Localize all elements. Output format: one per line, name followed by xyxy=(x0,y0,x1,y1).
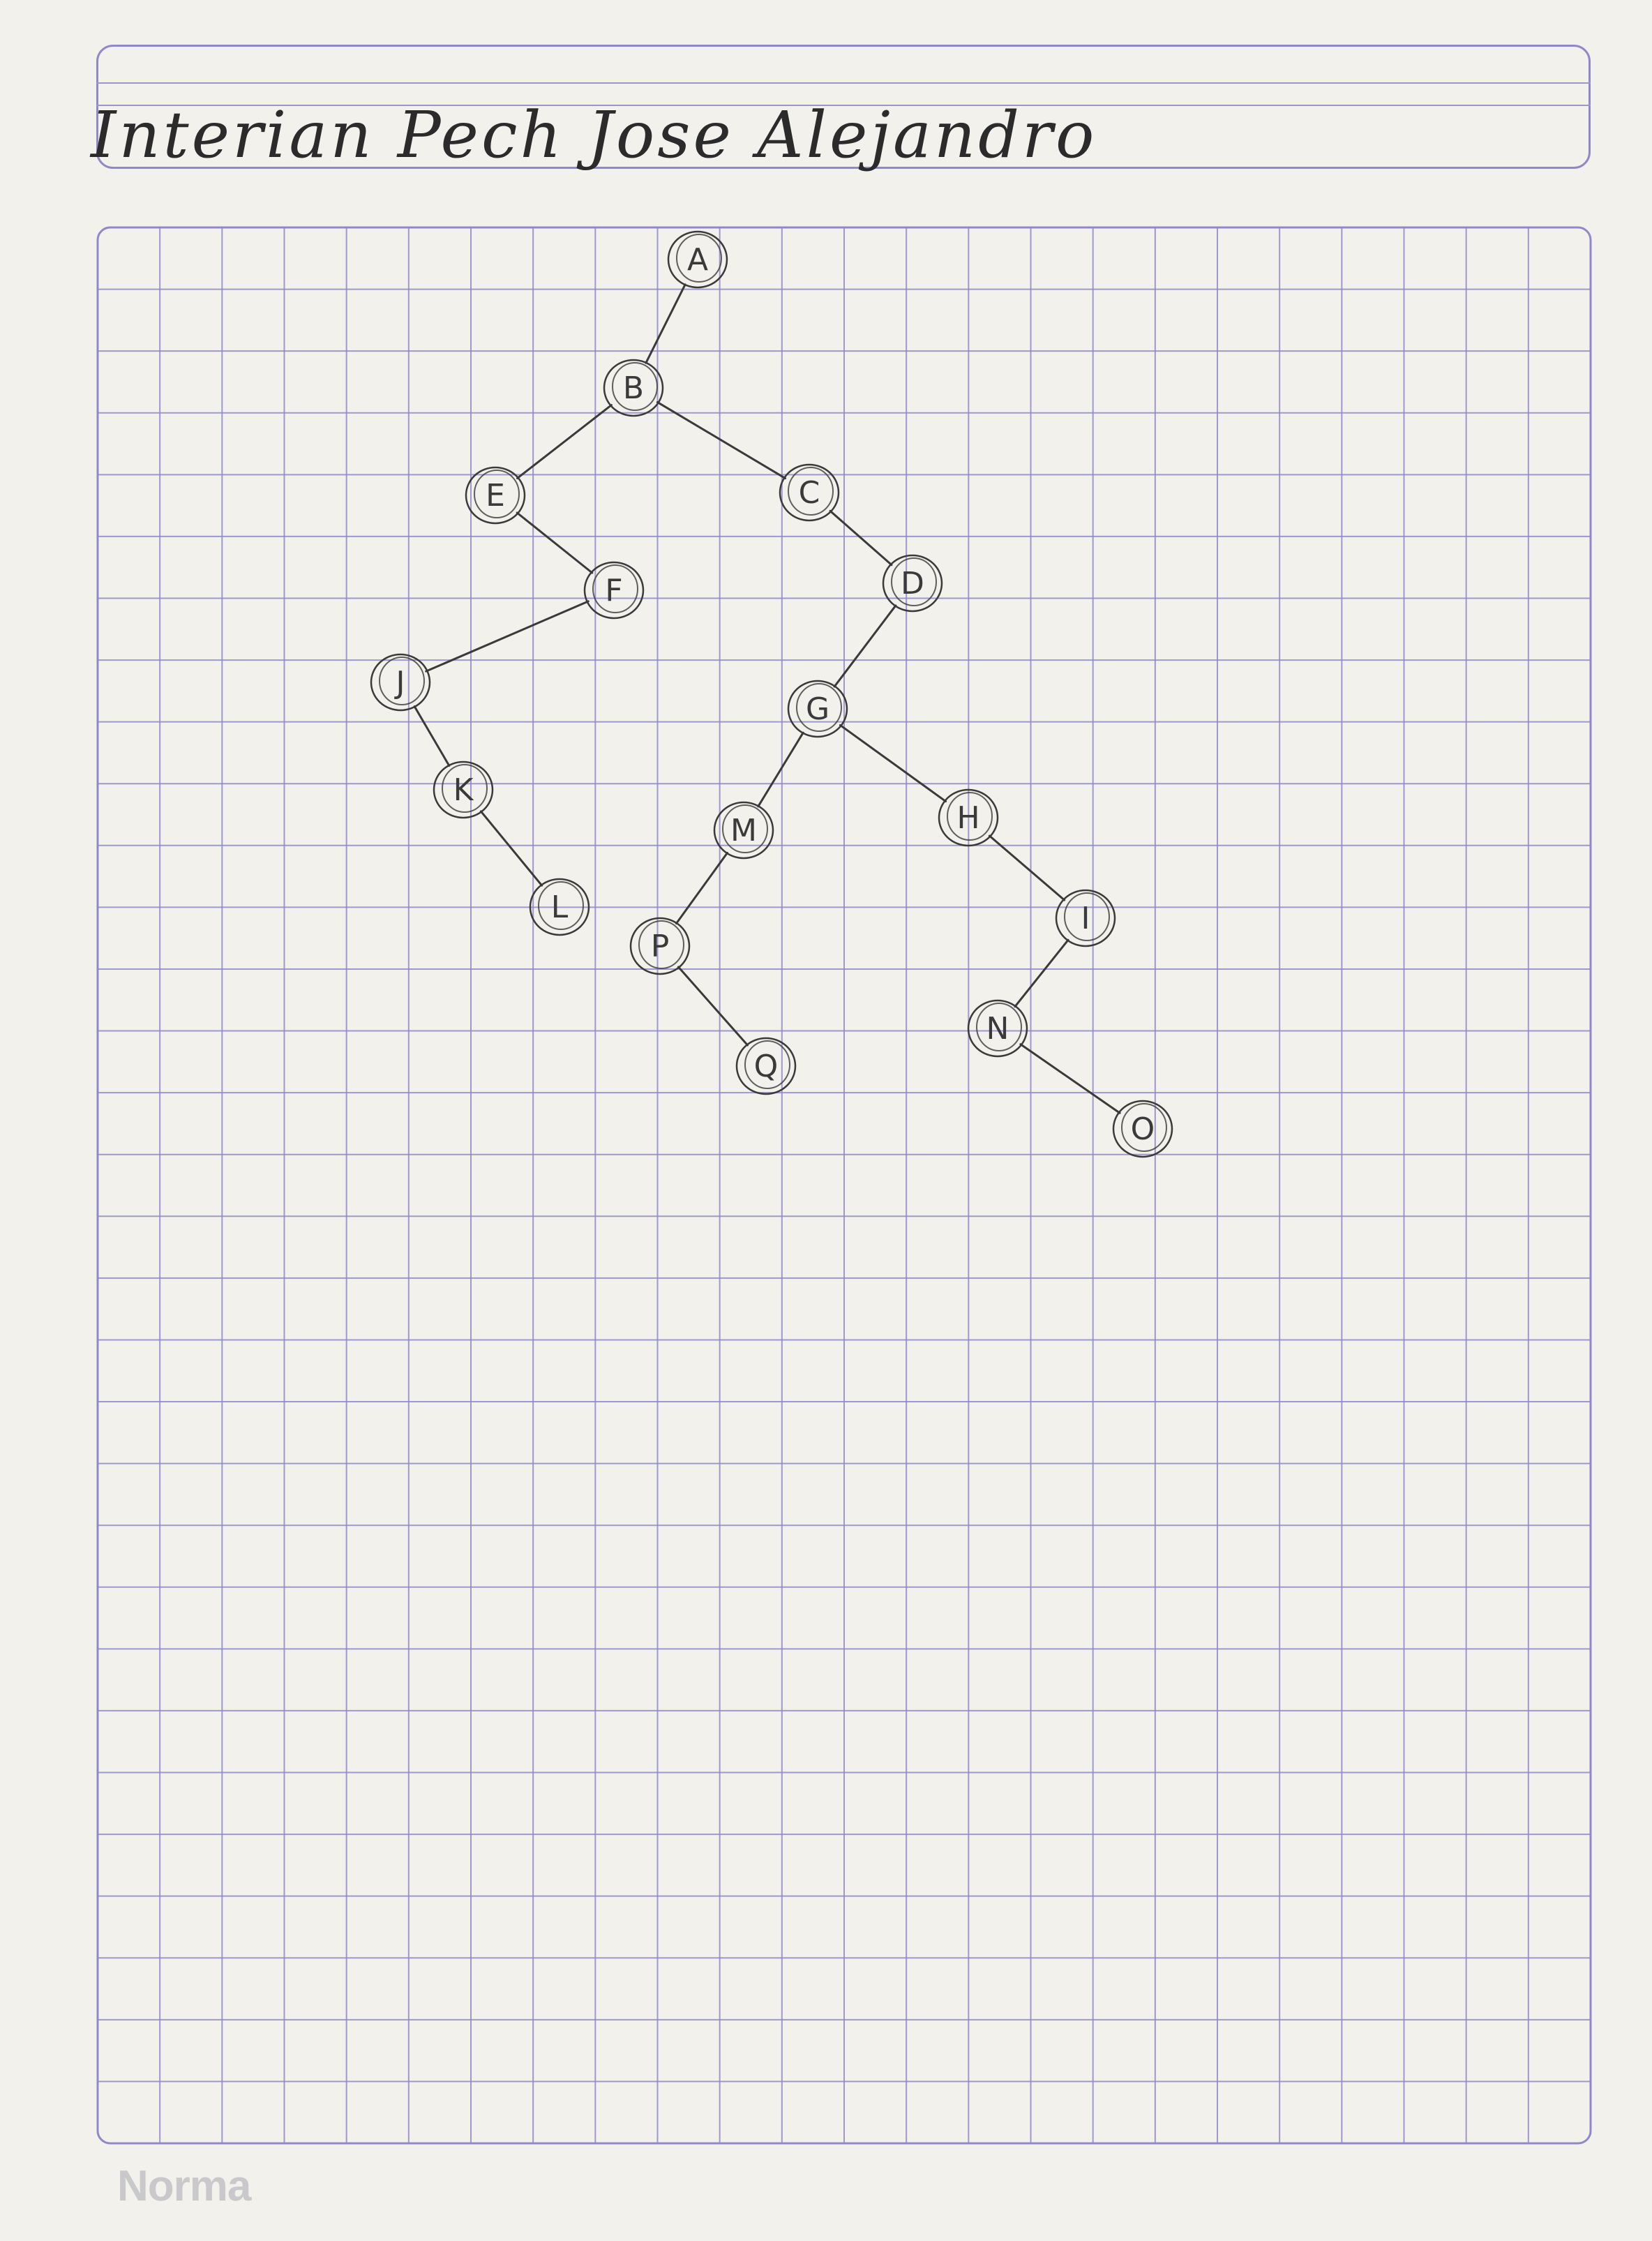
node-circle-outer xyxy=(603,359,664,417)
tree-node-p: P xyxy=(629,917,691,975)
graph-paper-grid xyxy=(96,226,1592,2145)
node-circle-outer xyxy=(713,801,774,860)
tree-node-i: I xyxy=(1055,889,1116,947)
node-label: C xyxy=(799,475,820,511)
node-circle-outer xyxy=(735,1037,797,1095)
node-circle-outer xyxy=(779,463,840,522)
node-label: P xyxy=(651,929,670,964)
tree-node-d: D xyxy=(882,554,943,613)
tree-edge-b-e xyxy=(516,404,613,479)
student-name: Interian Pech Jose Alejandro xyxy=(91,98,1097,172)
node-circle-inner xyxy=(788,467,834,516)
tree-node-e: E xyxy=(465,466,526,525)
tree-edge-j-k xyxy=(413,705,451,767)
node-circle-outer xyxy=(1055,889,1116,947)
node-label: K xyxy=(453,772,474,808)
header-box xyxy=(96,45,1591,169)
node-circle-outer xyxy=(583,561,645,620)
tree-node-n: N xyxy=(967,999,1028,1058)
node-label: D xyxy=(901,566,924,601)
tree-edge-n-o xyxy=(1019,1043,1121,1114)
node-label: F xyxy=(605,573,622,608)
node-label: G xyxy=(806,691,829,727)
node-label: O xyxy=(1131,1111,1155,1147)
node-circle-inner xyxy=(474,470,520,518)
node-circle-inner xyxy=(976,1003,1022,1051)
node-circle-inner xyxy=(676,234,722,283)
tree-node-k: K xyxy=(433,760,494,819)
node-label: I xyxy=(1081,901,1090,936)
tree-node-b: B xyxy=(603,359,664,417)
tree-node-a: A xyxy=(667,230,728,289)
tree-edge-p-q xyxy=(677,966,749,1047)
tree-edge-e-f xyxy=(516,511,594,574)
header-rule xyxy=(96,105,1591,106)
node-circle-outer xyxy=(1112,1100,1173,1158)
node-circle-outer xyxy=(787,680,848,738)
node-circle-inner xyxy=(538,881,584,930)
node-circle-inner xyxy=(796,683,842,732)
node-circle-outer xyxy=(370,653,431,712)
node-circle-inner xyxy=(442,764,488,813)
node-circle-inner xyxy=(592,564,638,613)
node-circle-inner xyxy=(722,804,768,853)
tree-edge-c-d xyxy=(829,509,893,567)
tree-nodes: A B E C F D J G K M H L P I N Q O xyxy=(370,230,1173,1158)
tree-node-l: L xyxy=(529,878,590,936)
tree-node-m: M xyxy=(713,801,774,860)
tree-edge-i-n xyxy=(1014,938,1069,1008)
tree-edge-a-b xyxy=(645,283,686,364)
tree-edge-d-g xyxy=(833,604,897,688)
tree-edge-k-l xyxy=(479,810,543,887)
node-label: M xyxy=(730,813,757,848)
node-circle-inner xyxy=(1121,1103,1167,1152)
node-circle-outer xyxy=(465,466,526,525)
tree-edge-b-c xyxy=(656,400,787,480)
tree-edge-g-h xyxy=(839,724,947,803)
node-label: E xyxy=(486,478,505,514)
tree-node-g: G xyxy=(787,680,848,738)
node-circle-inner xyxy=(744,1040,790,1089)
node-circle-outer xyxy=(967,999,1028,1058)
node-label: J xyxy=(394,665,405,700)
node-label: H xyxy=(956,800,979,836)
tree-edge-h-i xyxy=(988,834,1066,901)
tree-node-o: O xyxy=(1112,1100,1173,1158)
node-circle-inner xyxy=(1064,892,1110,941)
node-circle-outer xyxy=(629,917,691,975)
tree-edges xyxy=(413,283,1121,1114)
node-circle-inner xyxy=(947,792,993,841)
tree-edge-f-j xyxy=(425,600,590,673)
node-label: N xyxy=(986,1011,1009,1047)
node-label: L xyxy=(551,890,569,925)
node-circle-inner xyxy=(891,557,937,606)
node-circle-outer xyxy=(667,230,728,289)
node-circle-inner xyxy=(379,657,425,705)
brand-logo: Norma xyxy=(117,2162,251,2210)
tree-node-h: H xyxy=(938,788,999,847)
node-circle-outer xyxy=(882,554,943,613)
node-circle-outer xyxy=(529,878,590,936)
node-circle-inner xyxy=(612,362,658,411)
node-label: A xyxy=(687,242,708,278)
node-circle-outer xyxy=(433,760,494,819)
node-label: B xyxy=(623,370,644,406)
node-circle-inner xyxy=(638,920,684,969)
tree-node-f: F xyxy=(583,561,645,620)
tree-edge-g-m xyxy=(757,731,804,808)
tree-node-q: Q xyxy=(735,1037,797,1095)
tree-edge-m-p xyxy=(675,851,729,925)
tree-node-j: J xyxy=(370,653,431,712)
tree-node-c: C xyxy=(779,463,840,522)
node-label: Q xyxy=(754,1049,779,1084)
node-circle-outer xyxy=(938,788,999,847)
header-rule xyxy=(96,82,1591,84)
